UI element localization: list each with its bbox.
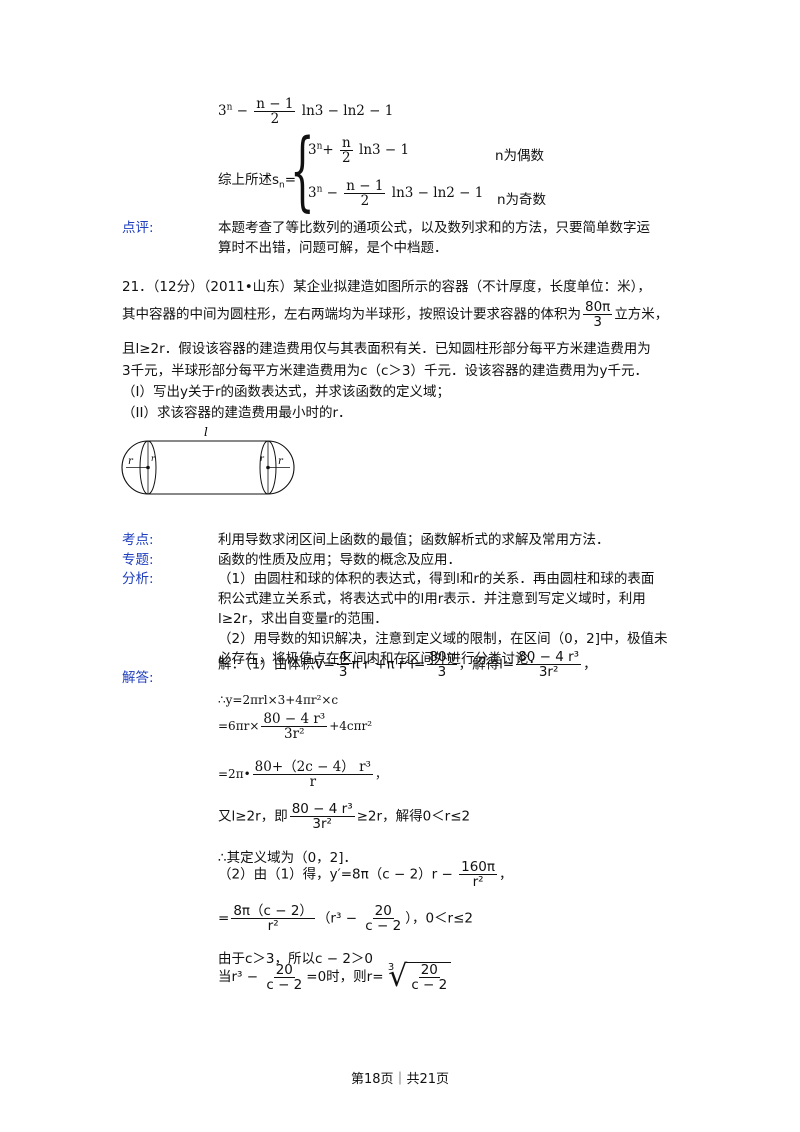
- case-odd-cond: n为奇数: [497, 192, 547, 208]
- fenxi-line-2: 积公式建立关系式，将表达式中的l用r表示．并注意到写定义域时，利用: [218, 591, 646, 607]
- summary-label: 综上所述sn=: [218, 172, 297, 191]
- figure-label-r-inner-right: r: [260, 454, 265, 463]
- zhuanti-label: 专题:: [122, 552, 154, 568]
- jieda-label: 解答:: [122, 670, 154, 686]
- zhuanti-text: 函数的性质及应用；导数的概念及应用．: [218, 552, 461, 568]
- review-line-1: 本题考查了等比数列的通项公式，以及数列求和的方法，只要简单数字运: [218, 220, 650, 236]
- question-2: （II）求该容器的建造费用最小时的r．: [122, 405, 352, 421]
- fenxi-line-4: （2）用导数的知识解决，注意到定义域的限制，在区间（0，2]中，极值未: [218, 631, 668, 647]
- problem-line-1: 21．（12分）（2011•山东）某企业拟建造如图所示的容器（不计厚度，长度单位…: [122, 279, 651, 295]
- kaodian-text: 利用导数求闭区间上函数的最值；函数解析式的求解及常用方法．: [218, 532, 610, 548]
- solution-step-6: ∴其定义域为（0，2]．: [218, 850, 358, 866]
- fenxi-line-1: （1）由圆柱和球的体积的表达式，得到l和r的关系．再由圆柱和球的表面: [218, 571, 655, 587]
- review-label: 点评:: [122, 220, 154, 236]
- fenxi-label: 分析:: [122, 571, 154, 587]
- case-even-cond: n为偶数: [495, 148, 545, 164]
- kaodian-label: 考点:: [122, 532, 154, 548]
- solution-step-2: ∴y=2πrl×3+4πr²×c: [218, 693, 339, 707]
- review-line-2: 算时不出错，问题可解，是个中档题．: [218, 240, 448, 256]
- problem-line-3: 且l≥2r．假设该容器的建造费用仅与其表面积有关．已知圆柱形部分每平方米建造费用…: [122, 341, 651, 357]
- fenxi-line-3: l≥2r，求出自变量r的范围．: [218, 611, 388, 627]
- page-footer: 第18页｜共21页: [350, 1072, 450, 1087]
- solution-step-9: 由于c＞3，所以c − 2＞0: [218, 951, 374, 967]
- container-figure: l r r r r: [121, 425, 295, 495]
- fenxi-line-5: 必存在，将极值点在区间内和在区间外进行分类讨论．: [218, 651, 542, 667]
- figure-label-l: l: [204, 425, 208, 439]
- piecewise-brace: {: [290, 121, 315, 221]
- figure-label-r-right: r: [278, 456, 284, 467]
- figure-label-r-left: r: [128, 456, 134, 467]
- question-1: （I）写出y关于r的函数表达式，并求该函数的定义域；: [122, 384, 451, 400]
- figure-label-r-inner-left: r: [151, 454, 156, 463]
- problem-line-4: 3千元，半球形部分每平方米建造费用为c（c＞3）千元．设该容器的建造费用为y千元…: [122, 363, 649, 379]
